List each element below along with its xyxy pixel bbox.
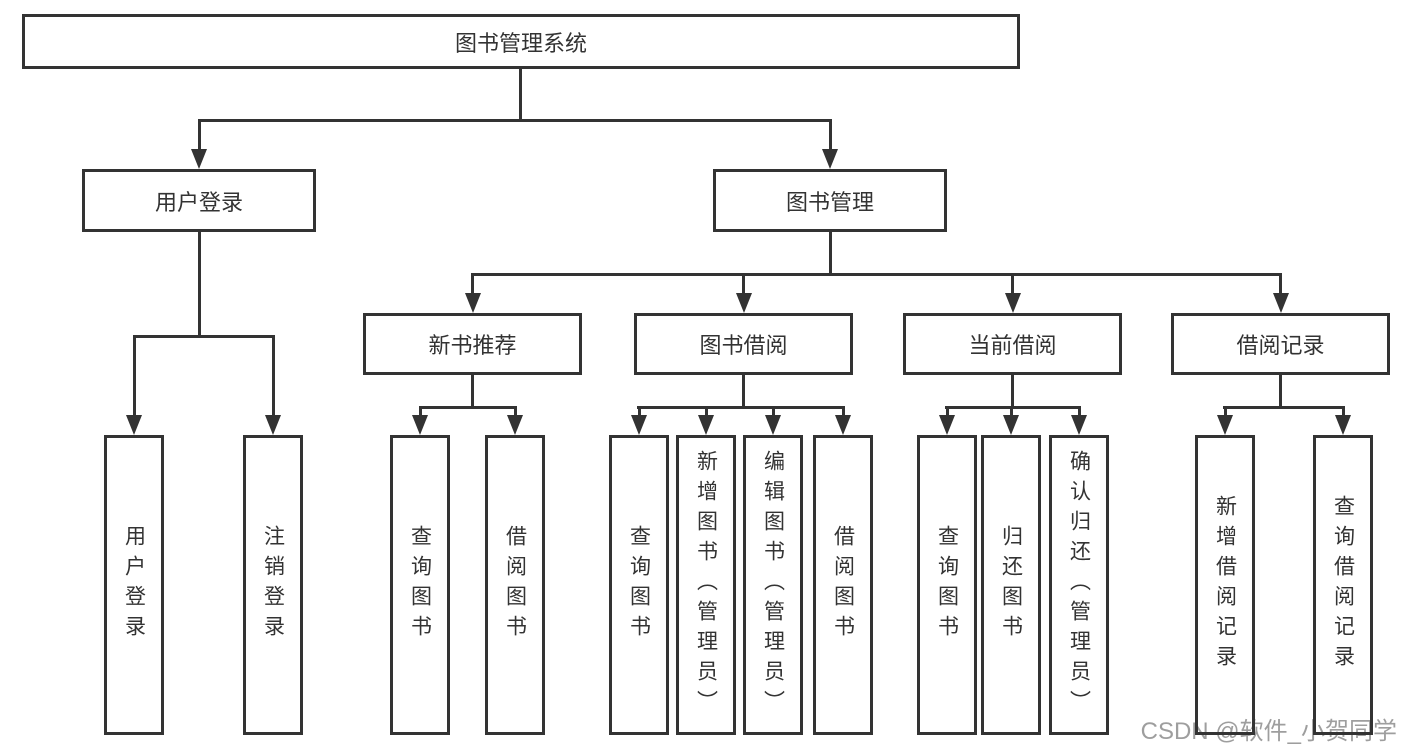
node-library-management-system: 图书管理系统 bbox=[22, 14, 1020, 69]
arrowhead-new-book bbox=[465, 293, 481, 313]
connector-book-borrowing-stem bbox=[742, 273, 745, 295]
connector-new-book-down bbox=[471, 375, 474, 408]
connector-current-borrowing-split bbox=[945, 406, 1081, 409]
leaf-borrowing-query-books-label: 查询图书 bbox=[627, 525, 651, 645]
leaf-recommend-query-books-label: 查询图书 bbox=[408, 525, 432, 645]
leaf-query-borrow-record-label: 查询借阅记录 bbox=[1331, 495, 1355, 675]
arrowhead-e2 bbox=[1335, 415, 1351, 435]
connector-c2-stem bbox=[705, 406, 708, 418]
connector-c3-stem bbox=[772, 406, 775, 418]
arrowhead-book-management bbox=[822, 149, 838, 169]
connector-d1-stem bbox=[946, 406, 949, 418]
connector-d2-stem bbox=[1010, 406, 1013, 418]
node-user-login: 用户登录 bbox=[82, 169, 316, 232]
leaf-add-borrow-record-label: 新增借阅记录 bbox=[1213, 495, 1237, 675]
node-borrowing-records-label: 借阅记录 bbox=[1236, 333, 1325, 358]
arrowhead-book-borrowing bbox=[736, 293, 752, 313]
arrowhead-d2 bbox=[1003, 415, 1019, 435]
leaf-logout: 注销登录 bbox=[243, 435, 303, 735]
leaf-borrowing-query-books: 查询图书 bbox=[609, 435, 669, 735]
connector-c1-stem bbox=[638, 406, 641, 418]
connector-d3-stem bbox=[1078, 406, 1081, 418]
leaf-query-borrow-record: 查询借阅记录 bbox=[1313, 435, 1373, 735]
connector-user-login-down bbox=[198, 232, 201, 337]
leaf-add-books-admin: 新增图书（管理员） bbox=[676, 435, 736, 735]
connector-user-login-split bbox=[133, 335, 275, 338]
leaf-confirm-return-admin-label: 确认归还（管理员） bbox=[1067, 450, 1091, 720]
connector-book-borrowing-split bbox=[637, 406, 845, 409]
connector-leaf-logout-stem bbox=[272, 335, 275, 417]
connector-book-management-stem bbox=[829, 119, 832, 151]
arrowhead-leaf-logout bbox=[265, 415, 281, 435]
leaf-return-books-label: 归还图书 bbox=[999, 525, 1023, 645]
leaf-edit-books-admin: 编辑图书（管理员） bbox=[743, 435, 803, 735]
connector-current-borrowing-stem bbox=[1011, 273, 1014, 295]
connector-book-management-down bbox=[829, 232, 832, 275]
connector-e1-stem bbox=[1224, 406, 1227, 418]
node-book-borrowing-label: 图书借阅 bbox=[699, 333, 788, 358]
connector-current-borrowing-down bbox=[1011, 375, 1014, 408]
arrowhead-d1 bbox=[939, 415, 955, 435]
arrowhead-c4 bbox=[835, 415, 851, 435]
node-new-book-recommendation: 新书推荐 bbox=[363, 313, 582, 375]
connector-new-book-split bbox=[419, 406, 517, 409]
leaf-logout-label: 注销登录 bbox=[261, 525, 285, 645]
arrowhead-user-login bbox=[191, 149, 207, 169]
leaf-user-login-label: 用户登录 bbox=[122, 525, 146, 645]
arrowhead-b1 bbox=[412, 415, 428, 435]
connector-leaf-user-login-stem bbox=[133, 335, 136, 417]
connector-b2-stem bbox=[514, 406, 517, 418]
leaf-add-borrow-record: 新增借阅记录 bbox=[1195, 435, 1255, 735]
leaf-current-query-books: 查询图书 bbox=[917, 435, 977, 735]
connector-book-borrowing-down bbox=[742, 375, 745, 408]
leaf-borrowing-borrow-books: 借阅图书 bbox=[813, 435, 873, 735]
connector-groups-split bbox=[471, 273, 1282, 276]
leaf-edit-books-admin-label: 编辑图书（管理员） bbox=[761, 450, 785, 720]
node-library-management-system-label: 图书管理系统 bbox=[454, 30, 587, 56]
arrowhead-d3 bbox=[1071, 415, 1087, 435]
leaf-user-login: 用户登录 bbox=[104, 435, 164, 735]
leaf-recommend-borrow-books: 借阅图书 bbox=[485, 435, 545, 735]
connector-user-login-stem bbox=[198, 119, 201, 151]
leaf-recommend-query-books: 查询图书 bbox=[390, 435, 450, 735]
arrowhead-borrowing-records bbox=[1273, 293, 1289, 313]
connector-c4-stem bbox=[842, 406, 845, 418]
arrowhead-c2 bbox=[698, 415, 714, 435]
leaf-return-books: 归还图书 bbox=[981, 435, 1041, 735]
connector-borrowing-records-down bbox=[1279, 375, 1282, 408]
node-book-management: 图书管理 bbox=[713, 169, 947, 232]
csdn-watermark: CSDN @软件_小贺同学 bbox=[1140, 718, 1397, 745]
leaf-add-books-admin-label: 新增图书（管理员） bbox=[694, 450, 718, 720]
leaf-recommend-borrow-books-label: 借阅图书 bbox=[503, 525, 527, 645]
connector-root-split bbox=[198, 119, 832, 122]
arrowhead-e1 bbox=[1217, 415, 1233, 435]
node-user-login-label: 用户登录 bbox=[154, 189, 243, 215]
arrowhead-c1 bbox=[631, 415, 647, 435]
connector-root-stem bbox=[519, 68, 522, 120]
leaf-confirm-return-admin: 确认归还（管理员） bbox=[1049, 435, 1109, 735]
connector-e2-stem bbox=[1342, 406, 1345, 418]
node-book-management-label: 图书管理 bbox=[785, 189, 874, 215]
node-current-borrowing-label: 当前借阅 bbox=[968, 333, 1057, 358]
connector-b1-stem bbox=[419, 406, 422, 418]
leaf-borrowing-borrow-books-label: 借阅图书 bbox=[831, 525, 855, 645]
node-new-book-recommendation-label: 新书推荐 bbox=[428, 333, 517, 358]
arrowhead-current-borrowing bbox=[1005, 293, 1021, 313]
arrowhead-b2 bbox=[507, 415, 523, 435]
node-borrowing-records: 借阅记录 bbox=[1171, 313, 1390, 375]
node-current-borrowing: 当前借阅 bbox=[903, 313, 1122, 375]
arrowhead-c3 bbox=[765, 415, 781, 435]
connector-new-book-stem bbox=[471, 273, 474, 295]
node-book-borrowing: 图书借阅 bbox=[634, 313, 853, 375]
leaf-current-query-books-label: 查询图书 bbox=[935, 525, 959, 645]
connector-borrowing-records-stem bbox=[1279, 273, 1282, 295]
arrowhead-leaf-user-login bbox=[126, 415, 142, 435]
connector-borrowing-records-split bbox=[1223, 406, 1345, 409]
